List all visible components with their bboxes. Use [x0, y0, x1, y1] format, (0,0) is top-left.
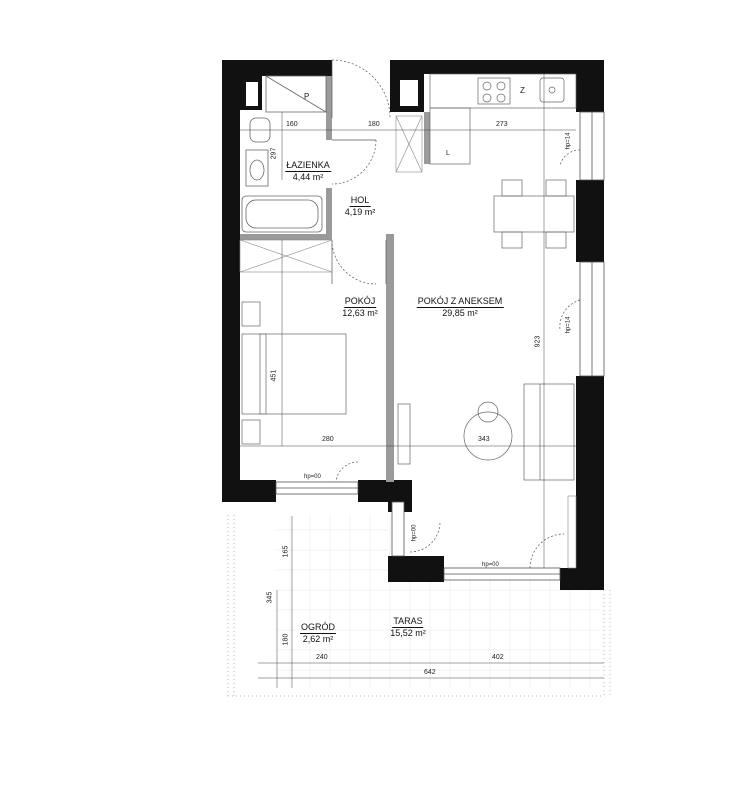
room-label-pokoj: POKÓJ 12,63 m²	[342, 296, 378, 319]
height-marker-hp00-side: hp=00	[411, 524, 418, 542]
dimension-240: 240	[316, 654, 328, 661]
room-label-pokoj-z-aneksem: POKÓJ Z ANEKSEM 29,85 m²	[416, 296, 504, 319]
dimension-345: 345	[266, 591, 274, 604]
room-label-ogrod: OGRÓD 2,62 m²	[299, 622, 337, 645]
dimension-343: 343	[478, 436, 490, 443]
interior-walls	[240, 76, 430, 482]
room-name: POKÓJ Z ANEKSEM	[416, 296, 504, 308]
dimension-642: 642	[424, 669, 436, 676]
doors	[331, 59, 581, 569]
dimension-160: 160	[286, 121, 298, 128]
height-marker-hp00-bedroom: hp=00	[304, 474, 321, 480]
dining-set	[493, 179, 575, 249]
dimension-lines	[240, 74, 604, 688]
living-furniture	[397, 383, 575, 481]
dimension-165: 165	[282, 545, 290, 558]
bed	[241, 301, 347, 445]
dimension-402: 402	[492, 654, 504, 661]
vent-shaft-left	[246, 82, 258, 106]
room-label-lazienka: ŁAZIENKA 4,44 m²	[285, 160, 331, 183]
room-area: 4,19 m²	[344, 207, 376, 217]
dimension-451: 451	[270, 369, 278, 382]
bathroom-fixtures	[241, 75, 327, 233]
paving-grid	[277, 516, 600, 688]
vent-shaft-right	[400, 80, 418, 106]
dimension-273: 273	[496, 121, 508, 128]
dimension-180-garden: 180	[282, 633, 290, 646]
height-marker-hp00-terrace: hp=00	[482, 562, 499, 568]
marker-l: L	[446, 150, 450, 157]
room-area: 2,62 m²	[302, 634, 334, 644]
room-area: 15,52 m²	[390, 628, 426, 638]
room-area: 4,44 m²	[292, 172, 324, 182]
terrace-divider	[567, 495, 577, 569]
room-name: HOL	[349, 195, 371, 207]
dimension-923: 923	[534, 335, 542, 348]
kitchen-fixtures	[429, 73, 577, 165]
room-label-taras: TARAS 15,52 m²	[390, 616, 426, 639]
dimension-280: 280	[322, 436, 334, 443]
marker-p: P	[304, 92, 310, 101]
dimension-180: 180	[368, 121, 380, 128]
room-label-hol: HOL 4,19 m²	[345, 195, 376, 218]
height-marker-hp14-top: hp=14	[565, 132, 572, 150]
garden-hedge	[227, 515, 611, 697]
room-name: OGRÓD	[299, 622, 337, 634]
room-name: POKÓJ	[343, 296, 377, 308]
room-name: TARAS	[392, 616, 424, 628]
exterior-walls	[222, 60, 604, 590]
room-area: 12,63 m²	[342, 308, 378, 318]
windows	[275, 111, 605, 581]
room-area: 29,85 m²	[442, 308, 478, 318]
height-marker-hp14-mid: hp=14	[565, 316, 572, 334]
marker-z: Z	[520, 86, 525, 95]
wardrobes	[239, 115, 423, 273]
dimension-297: 297	[270, 147, 278, 160]
room-name: ŁAZIENKA	[285, 160, 331, 172]
